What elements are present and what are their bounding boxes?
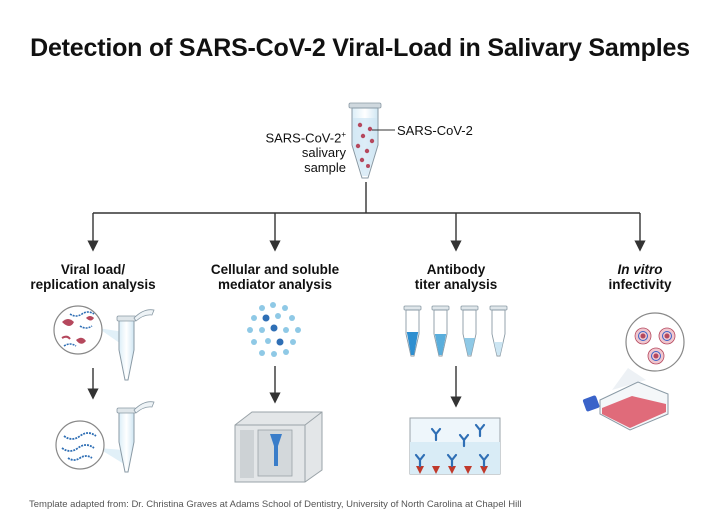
sample-label: SARS-CoV-2+ salivary sample [263, 127, 346, 175]
column-title-line2: titer analysis [414, 277, 498, 292]
column-title-infectivity: In vitro infectivity [550, 262, 720, 292]
rna-strands-icon [55, 420, 124, 470]
diagram-title: Detection of SARS-CoV-2 Viral-Load in Sa… [30, 34, 690, 62]
column-title-line1: Cellular and soluble [210, 262, 340, 277]
eppendorf-tube-icon [116, 401, 155, 473]
cell-culture-flask-icon [582, 381, 669, 431]
sample-label-line1: SARS-CoV-2 [265, 130, 342, 146]
branch-connectors [87, 182, 646, 408]
antibody-tubes-icon [403, 305, 508, 357]
sample-label-line2: salivary sample [301, 145, 346, 176]
column-title-line2: replication analysis [30, 277, 156, 292]
analyzer-machine-icon [234, 411, 323, 483]
column-title-antibody: Antibody titer analysis [366, 262, 546, 292]
virus-label: SARS-CoV-2 [397, 123, 473, 138]
sample-label-sup: + [341, 130, 346, 139]
column-title-line2: mediator analysis [217, 277, 333, 292]
column-title-line1: Antibody [426, 262, 486, 277]
infected-cells-icon [612, 312, 685, 390]
viral-replication-cells-icon [53, 305, 124, 355]
elisa-well-icon [409, 417, 501, 475]
column-title-line1: Viral load/ [60, 262, 126, 277]
column-title-viral-load: Viral load/ replication analysis [3, 262, 183, 292]
column-title-mediator: Cellular and soluble mediator analysis [185, 262, 365, 292]
attribution-footer: Template adapted from: Dr. Christina Gra… [29, 499, 522, 510]
eppendorf-tube-icon [116, 309, 155, 381]
column-title-italic: In vitro [617, 262, 663, 277]
sample-tube-icon [348, 102, 382, 179]
column-title-line2: infectivity [608, 277, 672, 292]
soluble-mediators-icon [247, 302, 301, 357]
